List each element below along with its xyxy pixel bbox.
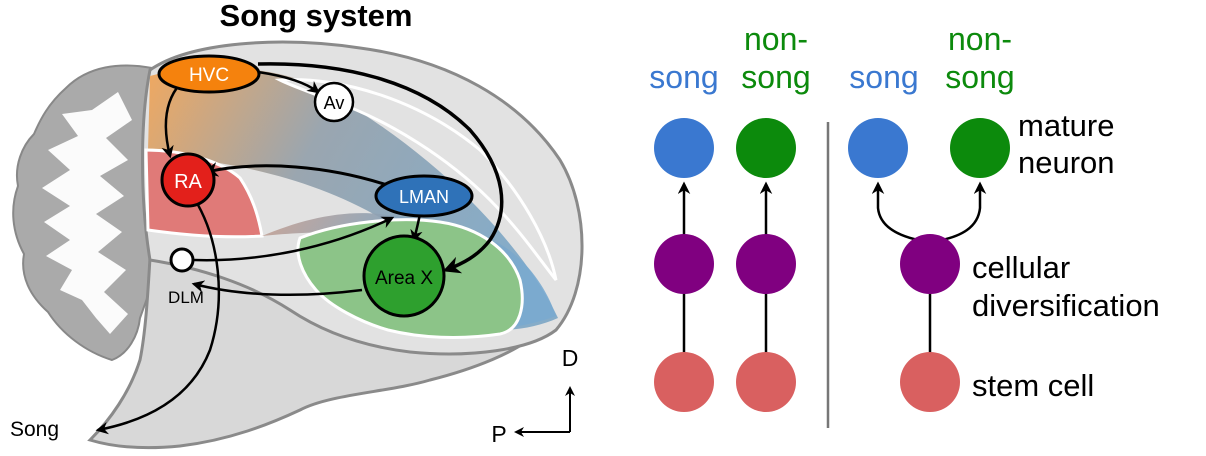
header-nonsong-1-line1: non- bbox=[744, 21, 808, 57]
header-song-1: song bbox=[649, 59, 718, 95]
header-nonsong-1-line2: song bbox=[741, 59, 810, 95]
nonsong-mature-neuron-2 bbox=[950, 118, 1010, 178]
dlm-to-lman-connection bbox=[193, 216, 395, 262]
cerebellum bbox=[12, 64, 159, 362]
svg-text:Av: Av bbox=[324, 93, 345, 113]
header-nonsong-2-line2: song bbox=[945, 59, 1014, 95]
posterior-label: P bbox=[491, 421, 506, 447]
nucleus-areax: Area X bbox=[362, 234, 446, 318]
ra-to-song-connection bbox=[95, 197, 221, 435]
stem-cell-label: stem cell bbox=[972, 368, 1094, 403]
lineage-shared bbox=[848, 118, 1010, 412]
song-mature-neuron-1 bbox=[654, 118, 714, 178]
areax-to-dlm-connection bbox=[191, 280, 363, 297]
nonsong-stem-cell-1 bbox=[736, 352, 796, 412]
mature-label-line2: neuron bbox=[1018, 145, 1115, 180]
figure-title: Song system bbox=[220, 0, 413, 33]
svg-text:RA: RA bbox=[174, 171, 202, 193]
stage-labels: mature neuron cellular diversification s… bbox=[972, 108, 1160, 403]
svg-text:LMAN: LMAN bbox=[399, 187, 449, 207]
hvc-to-av-connection bbox=[257, 70, 320, 94]
nucleus-dlm: DLM bbox=[168, 247, 204, 307]
svg-text:Area X: Area X bbox=[375, 268, 433, 289]
song-output-label: Song bbox=[10, 418, 59, 441]
orientation-axes: D P bbox=[491, 345, 578, 447]
svg-text:HVC: HVC bbox=[189, 65, 229, 86]
lineage-separate bbox=[654, 118, 796, 412]
cellular-label-line2: diversification bbox=[972, 288, 1160, 323]
nonsong-progenitor-1 bbox=[736, 234, 796, 294]
shared-progenitor bbox=[900, 234, 960, 294]
nucleus-av: Av bbox=[313, 81, 355, 123]
song-progenitor-1 bbox=[654, 234, 714, 294]
dorsal-label: D bbox=[562, 345, 579, 371]
nucleus-hvc: HVC bbox=[157, 54, 261, 94]
svg-text:DLM: DLM bbox=[168, 288, 204, 307]
shared-stem-cell bbox=[900, 352, 960, 412]
lman-to-ra-connection bbox=[203, 162, 391, 188]
mature-label-line1: mature bbox=[1018, 108, 1114, 143]
header-nonsong-2-line1: non- bbox=[948, 21, 1012, 57]
header-song-2: song bbox=[849, 59, 918, 95]
song-mature-neuron-2 bbox=[848, 118, 908, 178]
hvc-to-areax-connection bbox=[257, 62, 504, 274]
cellular-label-line1: cellular bbox=[972, 250, 1070, 285]
nucleus-lman: LMAN bbox=[374, 174, 474, 218]
nonsong-mature-neuron-1 bbox=[736, 118, 796, 178]
song-stem-cell-1 bbox=[654, 352, 714, 412]
lineage-headers: song non- song song non- song bbox=[649, 21, 1014, 95]
nucleus-ra: RA bbox=[160, 152, 216, 208]
